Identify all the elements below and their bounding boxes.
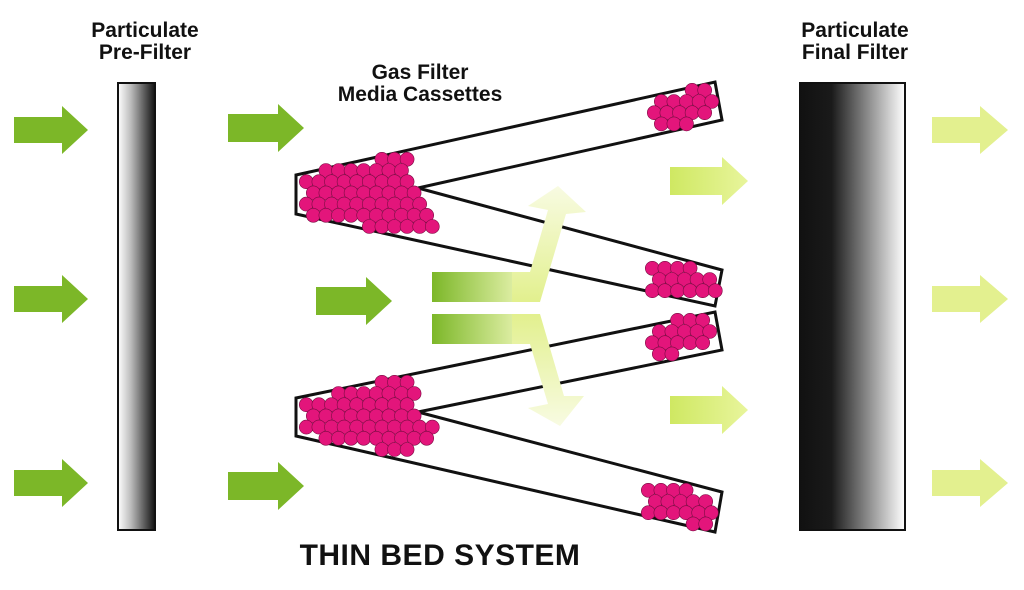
media-bead bbox=[679, 116, 694, 132]
media-bead bbox=[361, 219, 377, 234]
media-bead bbox=[331, 430, 346, 446]
final-filter-panel bbox=[799, 82, 906, 531]
media-bead bbox=[682, 335, 698, 351]
media-bead bbox=[704, 94, 720, 109]
media-bead bbox=[343, 208, 359, 223]
gas-filter-label-line1: Gas Filter bbox=[371, 61, 469, 84]
outlet-arrow-icon bbox=[670, 157, 748, 205]
outlet-arrow-icon bbox=[932, 459, 1008, 507]
media-bead bbox=[702, 324, 718, 339]
media-bead bbox=[666, 116, 682, 132]
media-bead bbox=[657, 283, 673, 299]
media-bead bbox=[406, 386, 422, 401]
system-title: THIN BED SYSTEM bbox=[299, 539, 581, 572]
media-bead bbox=[331, 208, 346, 223]
media-bead bbox=[343, 430, 359, 446]
media-bead bbox=[305, 208, 321, 223]
filter-media-beads bbox=[298, 83, 723, 532]
media-bead bbox=[374, 442, 390, 457]
media-bead bbox=[318, 430, 334, 446]
inlet-arrow-icon bbox=[14, 275, 88, 323]
pre-filter-panel bbox=[117, 82, 156, 531]
media-bead bbox=[651, 346, 667, 362]
media-bead bbox=[697, 105, 713, 120]
media-bead bbox=[412, 219, 428, 234]
pre-filter-label: Particulate Pre-Filter bbox=[60, 19, 230, 65]
media-bead bbox=[424, 219, 440, 234]
media-bead bbox=[399, 219, 415, 234]
media-bead bbox=[666, 505, 681, 521]
media-bead bbox=[670, 283, 685, 299]
outlet-arrow-icon bbox=[670, 386, 748, 434]
media-bead bbox=[653, 505, 669, 521]
media-bead bbox=[644, 283, 660, 299]
final-filter-label-line1: Particulate bbox=[801, 19, 909, 42]
media-bead bbox=[374, 219, 390, 234]
media-bead bbox=[695, 283, 711, 299]
central-gas-flow bbox=[432, 186, 586, 426]
final-filter-label: Particulate Final Filter bbox=[760, 19, 950, 65]
diverted-flow-up-arrow-icon bbox=[512, 186, 586, 302]
inlet-arrow-icon bbox=[14, 106, 88, 154]
cassette-lower bbox=[294, 310, 724, 534]
media-bead bbox=[685, 516, 701, 532]
post-cassette-arrows bbox=[670, 157, 748, 434]
media-bead bbox=[387, 219, 402, 234]
outlet-arrows-right bbox=[932, 106, 1008, 507]
inlet-arrows-left bbox=[14, 106, 88, 507]
media-bead bbox=[682, 283, 698, 299]
inlet-arrow-icon bbox=[316, 277, 392, 325]
media-bead bbox=[298, 419, 314, 435]
outlet-arrow-icon bbox=[932, 275, 1008, 323]
inlet-arrow-icon bbox=[228, 462, 304, 510]
mid-inlet-arrows bbox=[228, 104, 392, 510]
media-bead bbox=[387, 442, 402, 457]
pre-filter-label-line1: Particulate bbox=[91, 19, 199, 42]
media-bead bbox=[318, 208, 334, 223]
inlet-arrow-icon bbox=[228, 104, 304, 152]
media-bead bbox=[664, 346, 680, 362]
media-bead bbox=[419, 430, 435, 446]
media-bead bbox=[640, 505, 656, 521]
media-bead bbox=[356, 430, 372, 446]
gas-filter-label: Gas Filter Media Cassettes bbox=[290, 61, 550, 107]
outlet-arrow-icon bbox=[932, 106, 1008, 154]
media-bead bbox=[653, 116, 669, 132]
media-bead bbox=[698, 516, 714, 532]
inlet-arrow-icon bbox=[14, 459, 88, 507]
media-bead bbox=[399, 442, 415, 457]
final-filter-label-line2: Final Filter bbox=[801, 41, 909, 65]
media-bead bbox=[707, 283, 723, 299]
pre-filter-label-line2: Pre-Filter bbox=[98, 41, 192, 65]
gas-filter-label-line2: Media Cassettes bbox=[337, 83, 503, 107]
media-bead bbox=[695, 335, 711, 351]
diverted-flow-down-arrow-icon bbox=[512, 314, 584, 426]
